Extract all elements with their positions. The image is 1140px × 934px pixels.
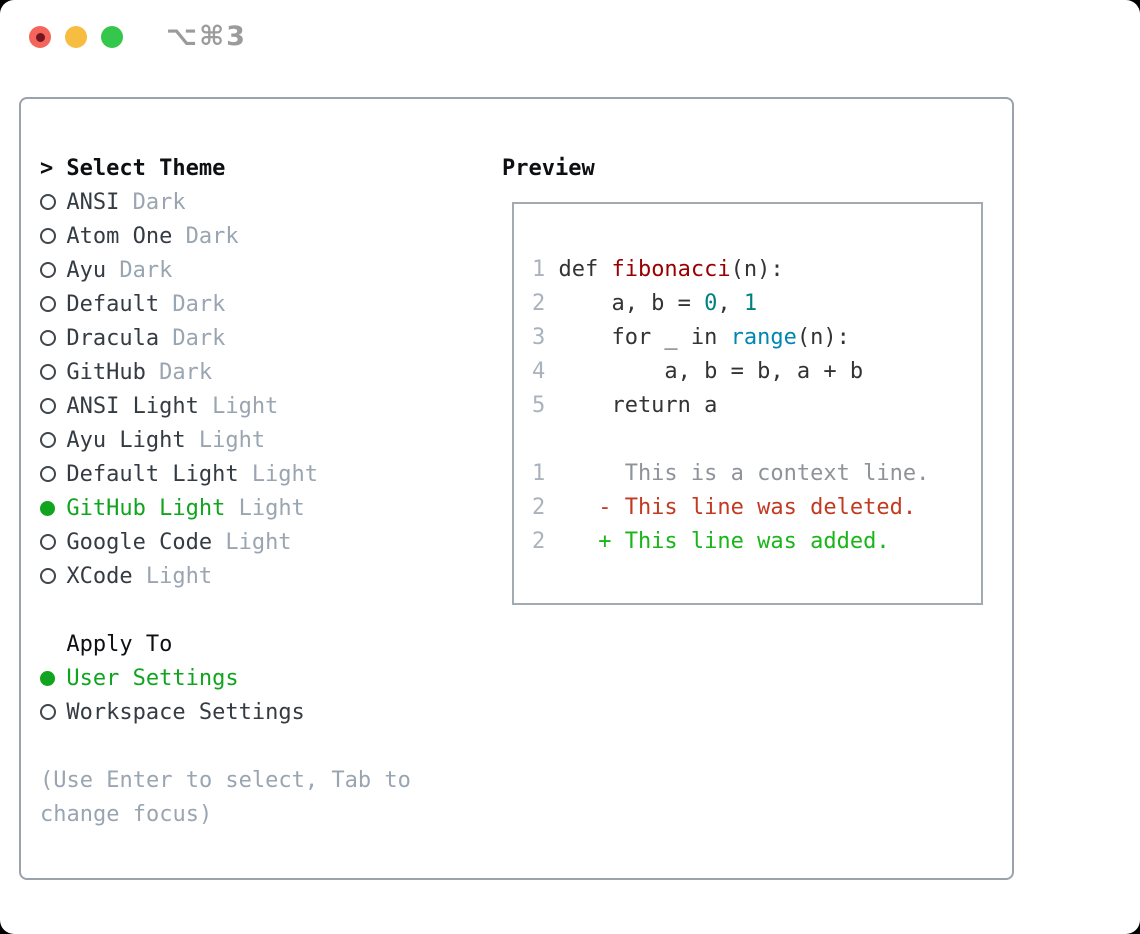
prompt-caret: > — [40, 155, 54, 181]
radio-unselected-icon — [40, 330, 66, 346]
radio-selected-icon — [40, 500, 66, 516]
code-line: 2 a, b = 0, 1 — [532, 291, 758, 316]
diff-deleted-line: 2 - This line was deleted. — [532, 495, 917, 520]
apply-option-user-settings[interactable]: User Settings — [40, 661, 411, 695]
radio-unselected-icon — [40, 228, 66, 244]
hint-row-2: change focus) — [40, 801, 213, 827]
radio-unselected-icon — [40, 364, 66, 380]
radio-unselected-icon — [40, 704, 66, 720]
radio-unselected-icon — [40, 398, 66, 414]
radio-unselected-icon — [40, 534, 66, 550]
code-line: 4 a, b = b, a + b — [532, 359, 864, 384]
spacer-row — [40, 729, 411, 763]
radio-unselected-icon — [40, 296, 66, 312]
apply-to-title: Apply To — [66, 631, 173, 657]
select-theme-title: Select Theme — [66, 155, 226, 181]
preview-title: Preview — [502, 155, 595, 181]
spacer-row — [40, 593, 411, 627]
blank-line — [532, 423, 981, 457]
minimize-button[interactable] — [65, 26, 87, 48]
code-line: 5 return a — [532, 393, 718, 418]
apply-to-header-row: Apply To — [40, 627, 411, 661]
diff-added-line: 2 + This line was added. — [532, 529, 890, 554]
window-title-shortcut: ⌥⌘3 — [166, 21, 247, 52]
close-dot-icon — [35, 32, 45, 42]
close-button[interactable] — [29, 26, 51, 48]
maximize-button[interactable] — [101, 26, 123, 48]
hint-row-1: (Use Enter to select, Tab to — [40, 767, 411, 793]
apply-option-workspace-settings[interactable]: Workspace Settings — [40, 695, 411, 729]
radio-selected-icon — [40, 670, 66, 686]
diff-context-line: 1 This is a context line. — [532, 461, 930, 486]
radio-unselected-icon — [40, 194, 66, 210]
radio-unselected-icon — [40, 466, 66, 482]
code-line: 3 for _ in range(n): — [532, 325, 850, 350]
select-theme-header-row: > Select Theme — [40, 151, 411, 185]
window-titlebar: ⌥⌘3 — [0, 0, 1140, 74]
radio-unselected-icon — [40, 568, 66, 584]
radio-unselected-icon — [40, 262, 66, 278]
radio-unselected-icon — [40, 432, 66, 448]
